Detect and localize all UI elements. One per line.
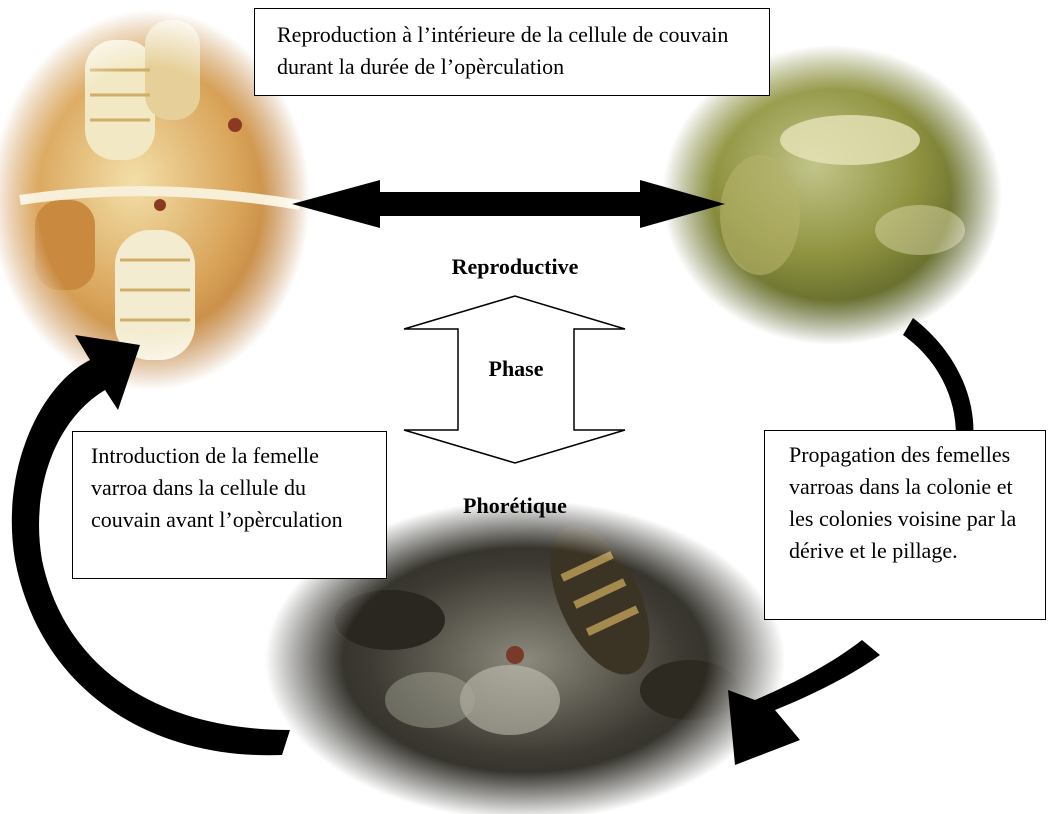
reproduction-textbox: Reproduction à l’intérieure de la cellul…: [254, 8, 770, 96]
phoretique-label: Phorétique: [463, 493, 567, 518]
brood-cell-photo: [0, 10, 310, 390]
propagation-curved-arrow: [903, 318, 974, 450]
propagation-curved-arrow-tail: [728, 640, 880, 765]
mite-closeup-photo: [662, 45, 1002, 345]
introduction-curved-arrow: [11, 335, 290, 756]
bees-photo: [265, 500, 785, 814]
introduction-text: Introduction de la femelle varroa dans l…: [91, 443, 343, 532]
propagation-textbox: Propagation des femelles varroas dans la…: [764, 430, 1046, 620]
phase-label: Phase: [488, 356, 544, 381]
reproduction-double-arrow: [292, 180, 725, 228]
phase-double-arrow: [403, 295, 626, 464]
introduction-textbox: Introduction de la femelle varroa dans l…: [72, 431, 387, 579]
reproduction-text: Reproduction à l’intérieure de la cellul…: [277, 22, 729, 79]
propagation-text: Propagation des femelles varroas dans la…: [789, 442, 1017, 563]
reproductive-label: Reproductive: [451, 254, 579, 279]
